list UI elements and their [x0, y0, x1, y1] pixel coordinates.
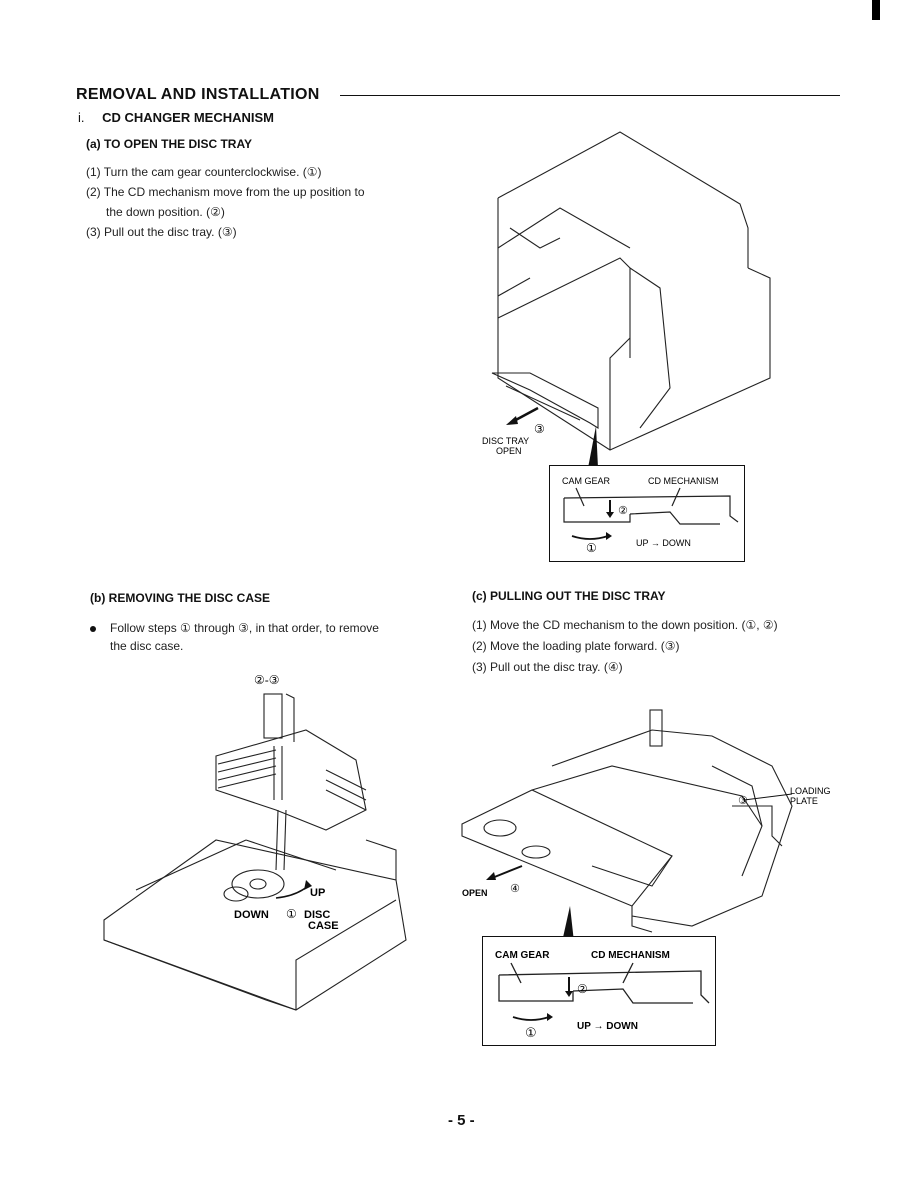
open-tray-step-1: (1) Turn the cam gear counterclockwise. …	[86, 165, 322, 179]
pull-tray-inset: CAM GEAR CD MECHANISM ② ① UP → DOWN	[482, 936, 716, 1046]
unit-side-outline	[497, 198, 771, 451]
inset-cd-mechanism-label: CD MECHANISM	[648, 476, 719, 486]
pull-tray-heading: (c) PULLING OUT THE DISC TRAY	[472, 589, 666, 603]
inset2-cd-mechanism-label: CD MECHANISM	[591, 950, 670, 961]
pull-tray-inset-pointer	[562, 906, 574, 942]
remove-case-figure: ②-③ UP DOWN ① DISC CASE	[103, 673, 407, 1011]
disc-tray-front	[491, 372, 599, 429]
bullet-dot	[90, 625, 96, 632]
inset2-callout-1: ①	[525, 1025, 537, 1040]
section-title: CD CHANGER MECHANISM	[102, 110, 275, 125]
pull-tray-open-label: OPEN	[462, 888, 488, 898]
inset-callout-1: ①	[586, 541, 597, 555]
pull-tray-callout-3: ③	[738, 795, 748, 807]
inset-pointer	[588, 426, 598, 468]
section-number: i.	[78, 110, 85, 125]
inset2-callout-2: ②	[577, 982, 588, 996]
title-rule	[340, 95, 840, 96]
mechanism-base	[103, 839, 407, 1011]
pull-tray-callout-4: ④	[510, 883, 520, 895]
open-tray-step-2-cont: the down position. (②)	[106, 205, 225, 219]
disc-tray-open-label-1: DISC TRAY	[482, 436, 529, 446]
remove-case-disc-label: DISC	[304, 909, 330, 921]
inset-up-down: UP → DOWN	[636, 538, 691, 548]
remove-case-heading: (b) REMOVING THE DISC CASE	[90, 591, 271, 605]
open-tray-step-2: (2) The CD mechanism move from the up po…	[86, 185, 365, 199]
section-heading: i. CD CHANGER MECHANISM	[78, 110, 274, 125]
open-tray-figure: ③ DISC TRAY OPEN	[482, 131, 771, 468]
unit-top-outline	[497, 131, 749, 268]
remove-case-top-callout: ②-③	[254, 673, 280, 687]
pull-tray-figure: ③ LOADING PLATE ④ OPEN	[461, 709, 831, 942]
remove-case-case-label: CASE	[308, 920, 339, 932]
inset2-up-down: UP → DOWN	[577, 1021, 638, 1032]
page-title: REMOVAL AND INSTALLATION	[76, 86, 320, 103]
pulled-disc-tray	[461, 789, 673, 907]
loading-plate-label-1: LOADING	[790, 786, 831, 796]
open-tray-arrow-callout: ③	[534, 422, 545, 436]
inset-cam-gear-label: CAM GEAR	[562, 476, 611, 486]
pull-tray-step-2: (2) Move the loading plate forward. (③)	[472, 639, 680, 653]
pull-tray-step-3: (3) Pull out the disc tray. (④)	[472, 660, 623, 674]
open-tray-inset: CAM GEAR CD MECHANISM ② ① UP → DOWN	[549, 465, 745, 562]
open-tray-step-3: (3) Pull out the disc tray. (③)	[86, 225, 237, 239]
remove-case-line-2: the disc case.	[110, 639, 184, 653]
remove-case-line-1: Follow steps ① through ③, in that order,…	[110, 621, 379, 635]
remove-case-down-label: DOWN	[234, 909, 269, 921]
loading-plate-label-2: PLATE	[790, 796, 818, 806]
disc-tray-open-label-2: OPEN	[496, 446, 522, 456]
cam-gear	[231, 869, 285, 899]
inset-callout-2: ②	[618, 505, 628, 517]
open-tray-heading: (a) TO OPEN THE DISC TRAY	[86, 137, 253, 151]
disc-case-body	[215, 729, 367, 831]
remove-case-bullet: Follow steps ① through ③, in that order,…	[90, 618, 379, 638]
pull-tray-step-1: (1) Move the CD mechanism to the down po…	[472, 618, 778, 632]
remove-case-callout-1: ①	[286, 907, 297, 921]
pull-arrow	[506, 406, 539, 425]
mechanism-outline	[551, 729, 793, 927]
page-edge-marker	[872, 0, 880, 20]
page-number: - 5 -	[448, 1112, 475, 1129]
inset2-cam-gear-label: CAM GEAR	[495, 950, 550, 961]
remove-case-up-label: UP	[310, 887, 325, 899]
